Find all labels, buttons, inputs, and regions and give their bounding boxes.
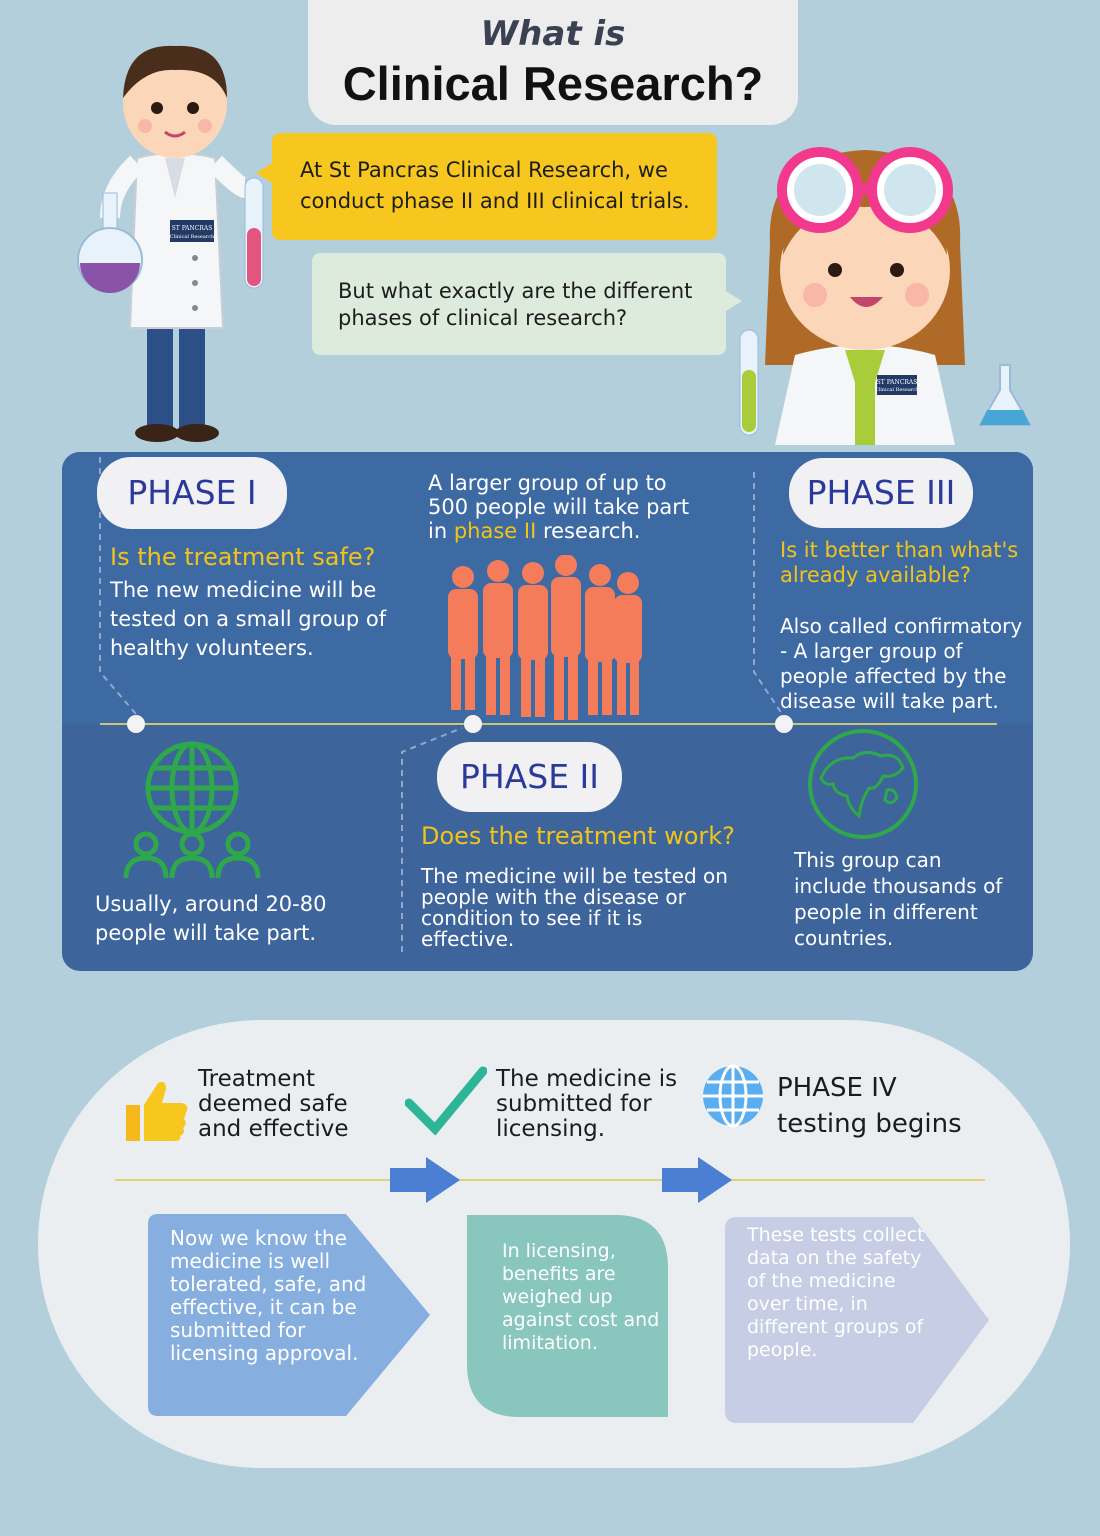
- phases-panel: [62, 452, 1033, 971]
- phase2-intro: A larger group of up to 500 people will …: [428, 471, 708, 543]
- step2-title: The medicine is submitted for licensing.: [496, 1066, 678, 1142]
- step1-title: Treatment deemed safe and effective: [198, 1066, 349, 1142]
- dashed-connectors: [99, 457, 783, 952]
- phase2-question: Does the treatment work?: [421, 822, 735, 850]
- globe-people-icon: [123, 741, 261, 879]
- step2-detail-shape: [467, 1215, 668, 1417]
- intro-text: At St Pancras Clinical Research, we cond…: [300, 158, 690, 213]
- badge-right-line-2: Clinical Research: [875, 387, 920, 393]
- female-scientist-illustration: ST PANCRAS Clinical Research: [739, 147, 1032, 445]
- phase1-label: PHASE I: [97, 457, 287, 529]
- phase2-text: The medicine will be tested on people wi…: [421, 864, 728, 951]
- globe-icon: [703, 1064, 763, 1128]
- phase1-participants: Usually, around 20-80 people will take p…: [95, 892, 327, 945]
- phase3-participants: This group can include thousands of peop…: [794, 848, 1003, 950]
- phase2-label: PHASE II: [437, 742, 622, 812]
- speech-bubble-green: But what exactly are the different phase…: [312, 253, 742, 355]
- phase3-text: Also called confirmatory - A larger grou…: [780, 614, 1023, 713]
- page-title: Clinical Research?: [342, 57, 764, 110]
- step3-detail-shape: [725, 1217, 989, 1423]
- title-line-1: What is: [480, 14, 626, 54]
- male-scientist-illustration: ST PANCRAS Clinical Research: [77, 45, 264, 442]
- phase2-intro-post: research.: [536, 519, 641, 543]
- phase3-question: Is it better than what's already availab…: [780, 538, 1019, 587]
- step1-detail: Now we know the medicine is well tolerat…: [170, 1226, 367, 1365]
- flow-arrow-1-icon: [390, 1157, 460, 1203]
- phase2-intro-highlight: phase II: [453, 519, 537, 543]
- step3-detail: These tests collect data on the safety o…: [747, 1224, 925, 1361]
- step1-detail-shape: [148, 1214, 430, 1416]
- question-text: But what exactly are the different phase…: [338, 279, 693, 330]
- world-map-icon: [808, 729, 918, 839]
- step2-detail: In licensing, benefits are weighed up ag…: [502, 1240, 660, 1354]
- timeline-dot-phase1: [127, 715, 145, 733]
- title-card: What is Clinical Research?: [308, 0, 798, 125]
- checkmark-icon: [405, 1066, 487, 1136]
- phase1-text: The new medicine will be tested on a sma…: [110, 578, 387, 660]
- phase-timeline: [100, 723, 997, 725]
- phase3-label: PHASE III: [789, 458, 973, 528]
- timeline-dot-phase2: [464, 715, 482, 733]
- thumbs-up-icon: [126, 1081, 188, 1141]
- people-group-icon: [448, 555, 642, 720]
- timeline-dot-phase3: [775, 715, 793, 733]
- licensing-timeline: [115, 1179, 985, 1181]
- badge-left-line-2: Clinical Research: [170, 234, 215, 240]
- badge-right-line-1: ST PANCRAS: [877, 379, 918, 386]
- phase1-question: Is the treatment safe?: [110, 543, 376, 571]
- phase2-intro-pre: A larger group of up to 500 people will …: [428, 471, 690, 543]
- flow-arrow-2-icon: [662, 1157, 732, 1203]
- speech-bubble-yellow: At St Pancras Clinical Research, we cond…: [256, 133, 717, 240]
- badge-left-line-1: ST PANCRAS: [172, 225, 213, 232]
- step3-title: PHASE IV testing begins: [777, 1073, 962, 1139]
